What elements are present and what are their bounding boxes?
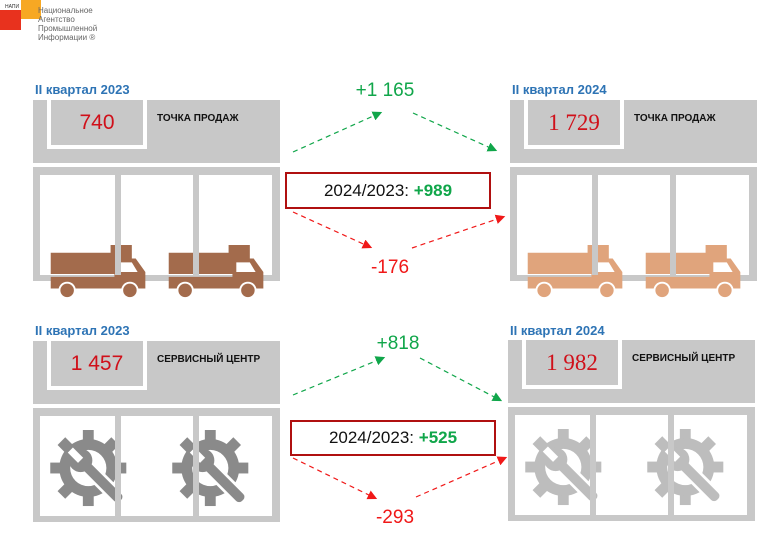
value-box: 1 457 — [47, 341, 147, 390]
gear-wrench-icon — [50, 430, 127, 507]
logo-line: Информации ® — [38, 33, 96, 42]
logo-red-square — [0, 10, 21, 30]
category-label: СЕРВИСНЫЙ ЦЕНТР — [632, 353, 736, 364]
opened-delta: +818 — [376, 333, 420, 354]
divider — [668, 415, 674, 515]
arrow-up-red — [415, 456, 508, 498]
logo-orange-square — [21, 0, 41, 19]
truck-icon — [527, 245, 623, 300]
logo-text: Национальное Агентство Промышленной Инфо… — [38, 6, 108, 42]
comparison-box: 2024/2023: +989 — [285, 172, 491, 209]
quarter-title: II квартал 2024 — [510, 323, 605, 338]
arrow-down-green — [419, 357, 503, 402]
comparison-label: 2024/2023: — [323, 180, 410, 200]
opened-delta: +1 165 — [355, 80, 415, 101]
divider — [193, 175, 199, 275]
divider — [193, 416, 199, 516]
truck-icon — [168, 245, 264, 300]
icon-area — [515, 415, 747, 515]
icon-area — [40, 175, 272, 300]
quarter-title: II квартал 2023 — [35, 323, 130, 338]
arrow-up-green — [292, 356, 386, 396]
divider — [592, 175, 598, 275]
value-box: 1 729 — [524, 100, 624, 149]
closed-delta: -293 — [375, 507, 415, 528]
category-label: ТОЧКА ПРОДАЖ — [634, 113, 716, 124]
divider — [670, 175, 676, 275]
arrow-down-red — [292, 211, 373, 249]
closed-delta: -176 — [370, 257, 410, 278]
logo-line: Национальное — [38, 6, 93, 15]
truck-icon — [50, 245, 146, 300]
quarter-title: II квартал 2023 — [35, 82, 130, 97]
quarter-title: II квартал 2024 — [512, 82, 607, 97]
value-box: 1 982 — [522, 340, 622, 389]
category-label: ТОЧКА ПРОДАЖ — [157, 113, 239, 124]
comparison-label: 2024/2023: — [328, 428, 415, 447]
arrow-up-green — [292, 111, 383, 153]
value-box: 740 — [47, 100, 147, 149]
truck-icon — [645, 245, 741, 300]
gear-wrench-icon — [525, 429, 602, 506]
arrow-up-red — [411, 214, 506, 249]
arrow-down-red — [292, 457, 378, 500]
divider — [115, 416, 121, 516]
divider — [590, 415, 596, 515]
comparison-box: 2024/2023: +525 — [290, 420, 496, 456]
logo-line: Промышленной — [38, 24, 98, 33]
divider — [115, 175, 121, 275]
logo-abbrev: НАПИ — [5, 4, 20, 10]
comparison-value: +525 — [418, 428, 458, 447]
icon-area — [40, 416, 272, 516]
icon-area — [517, 175, 749, 300]
arrow-down-green — [412, 112, 498, 152]
logo-line: Агентство — [38, 15, 75, 24]
category-label: СЕРВИСНЫЙ ЦЕНТР — [157, 354, 261, 365]
comparison-value: +989 — [413, 180, 453, 200]
